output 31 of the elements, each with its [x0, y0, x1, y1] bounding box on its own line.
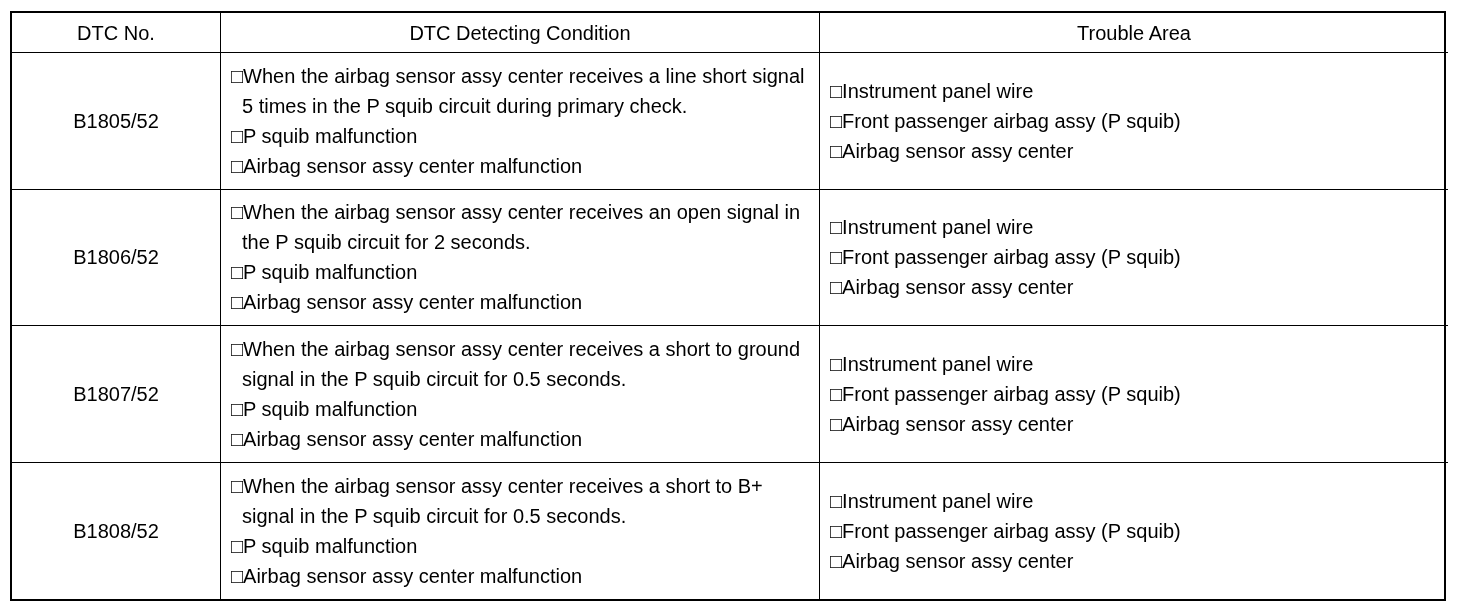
dtc-code: B1806/52 [73, 245, 159, 271]
cell-text: □Front passenger airbag assy (P squib) [830, 381, 1181, 407]
cell-text: □When the airbag sensor assy center receives an open signal in the P squib circuit for 2 seconds. [231, 200, 802, 256]
cell-text: □When the airbag sensor assy center receives a short to ground signal in the P squib circuit for 0.5 seconds. [231, 336, 802, 392]
cell-text: □Airbag sensor assy center [830, 138, 1074, 164]
cell-text: □Front passenger airbag assy (P squib) [830, 245, 1181, 271]
cell-text: □Airbag sensor assy center [830, 411, 1074, 437]
cell-text: □Airbag sensor assy center [830, 548, 1074, 574]
dtc-code: B1808/52 [73, 518, 159, 544]
column-header: Trouble Area [1077, 20, 1191, 46]
cell-text: □Instrument panel wire [830, 488, 1034, 514]
cell-text: □Instrument panel wire [830, 351, 1034, 377]
cell-text: □P squib malfunction [231, 533, 418, 559]
dtc-code: B1807/52 [73, 381, 159, 407]
cell-text: □Instrument panel wire [830, 78, 1034, 104]
cell-text: □P squib malfunction [231, 260, 418, 286]
column-header: DTC No. [77, 20, 155, 46]
cell-text: □Airbag sensor assy center malfunction [231, 426, 583, 452]
cell-text: □When the airbag sensor assy center receives a short to B+ signal in the P squib circuit for 0.5 seconds. [231, 473, 764, 529]
cell-text: □Airbag sensor assy center malfunction [231, 563, 583, 589]
cell-text: □Front passenger airbag assy (P squib) [830, 518, 1181, 544]
cell-text: □When the airbag sensor assy center receives a line short signal 5 times in the P squib circuit during primary check. [231, 63, 806, 119]
cell-text: □Airbag sensor assy center [830, 275, 1074, 301]
dtc-code: B1805/52 [73, 108, 159, 134]
cell-text: □P squib malfunction [231, 396, 418, 422]
cell-text: □Airbag sensor assy center malfunction [231, 290, 583, 316]
cell-text: □Front passenger airbag assy (P squib) [830, 108, 1181, 134]
column-header: DTC Detecting Condition [409, 20, 631, 46]
cell-text: □P squib malfunction [231, 123, 418, 149]
cell-text: □Instrument panel wire [830, 215, 1034, 241]
cell-text: □Airbag sensor assy center malfunction [231, 153, 583, 179]
